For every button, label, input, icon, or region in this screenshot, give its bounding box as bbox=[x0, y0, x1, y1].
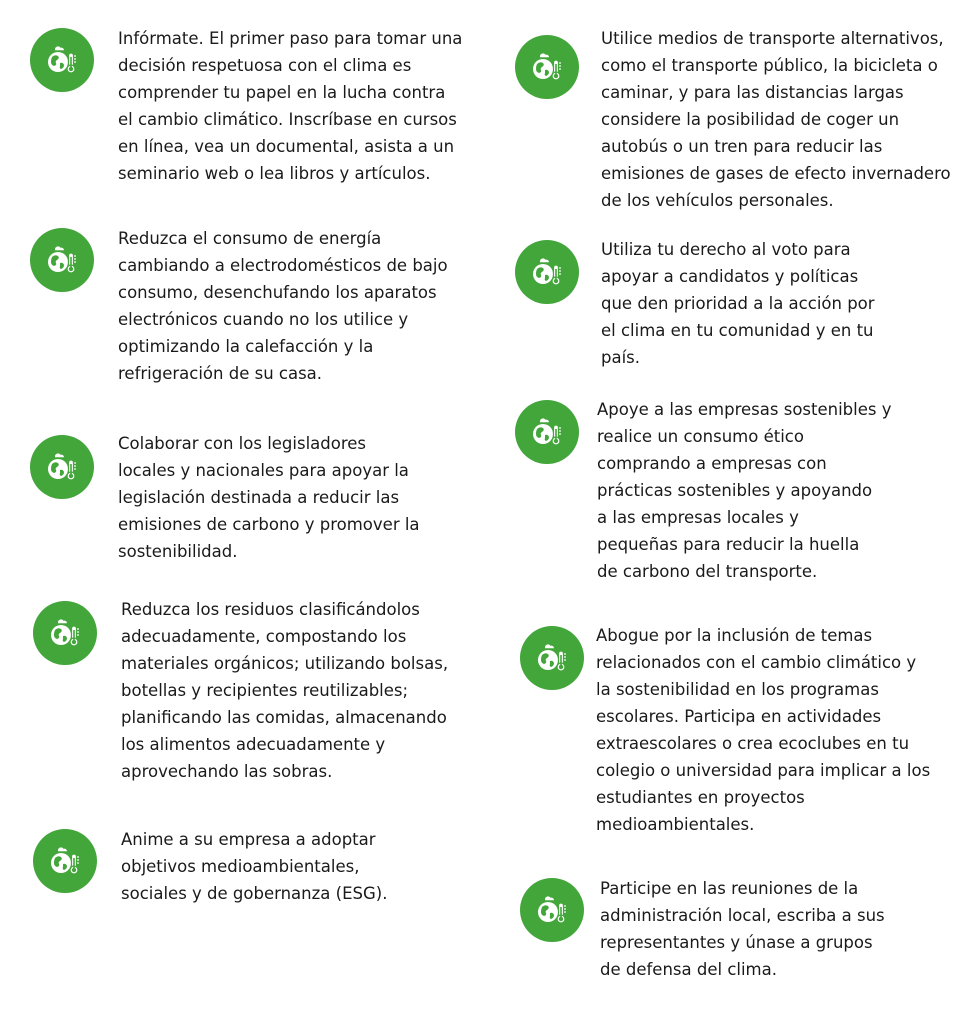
tip-text: Reduzca el consumo de energía cambiando … bbox=[118, 229, 448, 383]
tip-text: Anime a su empresa a adoptar objetivos m… bbox=[121, 830, 388, 903]
earth-thermometer-icon bbox=[520, 626, 584, 690]
tip-text: Colaborar con los legisladores locales y… bbox=[118, 434, 420, 561]
tip-text: Utiliza tu derecho al voto para apoyar a… bbox=[601, 240, 875, 367]
tip-text: Participe en las reuniones de la adminis… bbox=[600, 879, 885, 979]
tip-text: Abogue por la inclusión de temas relacio… bbox=[596, 626, 931, 834]
earth-thermometer-icon bbox=[30, 228, 94, 292]
earth-thermometer-icon bbox=[33, 829, 97, 893]
earth-thermometer-icon bbox=[515, 35, 579, 99]
earth-thermometer-icon bbox=[520, 878, 584, 942]
earth-thermometer-icon bbox=[30, 435, 94, 499]
tip-text: Apoye a las empresas sostenibles y reali… bbox=[597, 400, 892, 581]
earth-thermometer-icon bbox=[515, 240, 579, 304]
tip-text: Infórmate. El primer paso para tomar una… bbox=[118, 29, 463, 183]
earth-thermometer-icon bbox=[515, 400, 579, 464]
earth-thermometer-icon bbox=[33, 601, 97, 665]
earth-thermometer-icon bbox=[30, 28, 94, 92]
tip-text: Reduzca los residuos clasificándolos ade… bbox=[121, 600, 449, 781]
tip-text: Utilice medios de transporte alternativo… bbox=[601, 29, 951, 210]
